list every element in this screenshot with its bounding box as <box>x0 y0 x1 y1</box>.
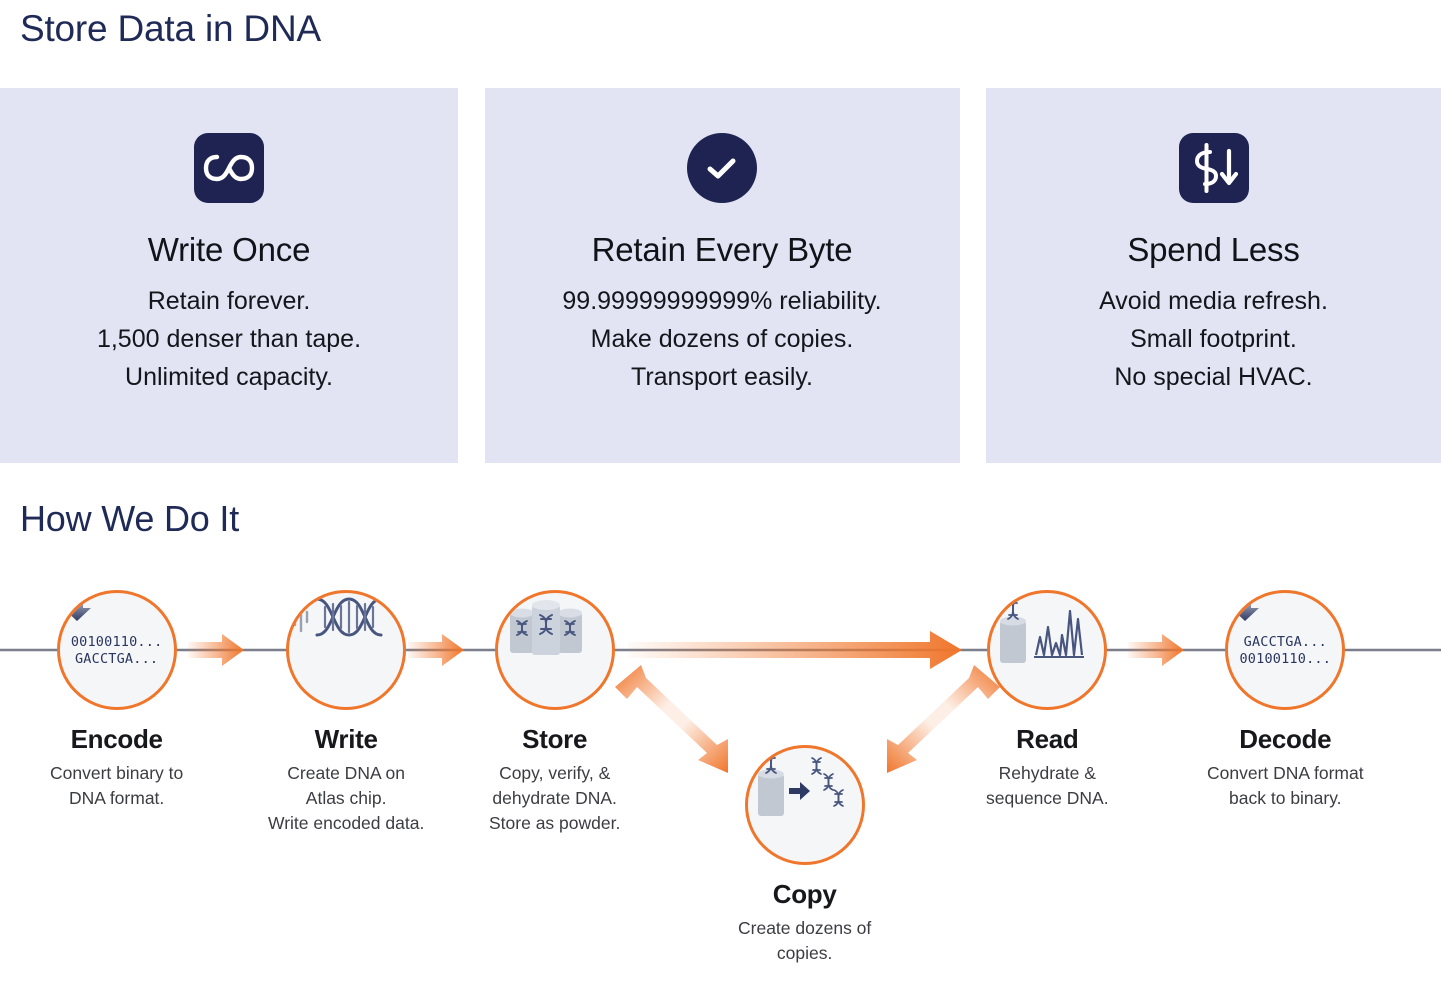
benefit-card-lines: 99.99999999999% reliability. Make dozens… <box>562 285 881 394</box>
flow-step-label: Store <box>522 724 588 754</box>
desc-line: Copy, verify, & <box>499 763 611 783</box>
benefit-cards: Write Once Retain forever. 1,500 denser … <box>0 88 1441 463</box>
benefit-line: Retain forever. <box>147 287 311 315</box>
arrow-store-to-read <box>628 631 962 669</box>
benefit-line: Transport easily. <box>630 363 813 391</box>
encode-top-code: 00100110... <box>70 633 163 650</box>
flow-step-write[interactable]: Write Create DNA on Atlas chip. Write en… <box>268 590 424 836</box>
desc-line: Write encoded data. <box>268 812 425 833</box>
flow-step-copy[interactable]: Copy Create dozens of copies. <box>738 745 871 966</box>
dna-to-binary-icon: GACCTGA... 00100110... <box>1225 590 1346 710</box>
arrow-write-to-store <box>408 634 464 666</box>
benefit-card-retain-every-byte: Retain Every Byte 99.99999999999% reliab… <box>484 88 960 463</box>
desc-line: Atlas chip. <box>305 787 387 808</box>
section-title-how-we-do-it: How We Do It <box>20 498 239 539</box>
flow-step-decode[interactable]: GACCTGA... 00100110... Decode Convert DN… <box>1207 590 1364 811</box>
check-circle-icon <box>687 133 757 203</box>
flow-step-label: Write <box>314 724 378 754</box>
benefit-line: Small footprint. <box>1130 325 1297 353</box>
desc-line: sequence DNA. <box>986 787 1109 808</box>
desc-line: Create dozens of <box>738 918 872 938</box>
dna-copy-icon <box>744 745 865 865</box>
encode-bottom-code: GACCTGA... <box>74 650 159 667</box>
dna-vials-icon <box>494 590 615 710</box>
process-flow-diagram: 00100110... GACCTGA... Encode Convert bi… <box>0 560 1441 996</box>
benefit-card-lines: Retain forever. 1,500 denser than tape. … <box>97 285 361 394</box>
flow-step-label: Encode <box>70 724 163 754</box>
benefit-card-title: Retain Every Byte <box>591 231 853 268</box>
decode-top-code: GACCTGA... <box>1243 633 1327 650</box>
desc-line: Create DNA on <box>287 763 405 783</box>
arrow-store-copy-double <box>615 665 728 773</box>
arrow-copy-read-double <box>887 665 1000 773</box>
benefit-line: Make dozens of copies. <box>590 325 854 353</box>
benefit-line: 1,500 denser than tape. <box>96 325 362 353</box>
infinity-icon <box>194 133 264 203</box>
desc-line: Store as powder. <box>489 812 621 833</box>
desc-line: back to binary. <box>1229 787 1342 808</box>
benefit-line: Unlimited capacity. <box>125 363 333 391</box>
dollar-down-icon <box>1178 133 1249 203</box>
benefit-card-title: Write Once <box>147 231 311 268</box>
flow-step-desc: Rehydrate & sequence DNA. <box>986 761 1109 811</box>
benefit-line: 99.99999999999% reliability. <box>562 287 882 315</box>
benefit-card-lines: Avoid media refresh. Small footprint. No… <box>1099 285 1328 394</box>
dna-sequencer-icon <box>987 590 1108 710</box>
desc-line: Rehydrate & <box>998 763 1096 783</box>
down-arrow-icon <box>62 595 91 621</box>
flow-step-desc: Create DNA on Atlas chip. Write encoded … <box>268 761 424 836</box>
binary-to-dna-icon: 00100110... GACCTGA... <box>56 590 177 710</box>
flow-step-label: Read <box>1016 724 1079 754</box>
flow-step-label: Copy <box>772 879 837 909</box>
benefit-card-write-once: Write Once Retain forever. 1,500 denser … <box>0 88 458 463</box>
flow-step-desc: Copy, verify, & dehydrate DNA. Store as … <box>489 761 620 836</box>
flow-step-store[interactable]: Store Copy, verify, & dehydrate DNA. Sto… <box>489 590 620 836</box>
desc-line: copies. <box>776 942 833 963</box>
desc-line: dehydrate DNA. <box>492 787 617 808</box>
benefit-card-spend-less: Spend Less Avoid media refresh. Small fo… <box>986 88 1441 463</box>
desc-line: Convert binary to <box>50 763 184 783</box>
flow-step-read[interactable]: Read Rehydrate & sequence DNA. <box>986 590 1109 811</box>
benefit-line: No special HVAC. <box>1114 363 1313 391</box>
down-arrow-icon <box>1231 595 1260 621</box>
desc-line: Convert DNA format <box>1207 763 1364 783</box>
decode-bottom-code: 00100110... <box>1239 650 1332 667</box>
flow-connectors <box>0 631 1441 773</box>
flow-step-desc: Convert DNA format back to binary. <box>1207 761 1364 811</box>
arrow-encode-to-write <box>188 634 244 666</box>
page-title: Store Data in DNA <box>20 8 321 49</box>
flow-step-label: Decode <box>1239 724 1332 754</box>
benefit-card-title: Spend Less <box>1127 231 1300 268</box>
flow-step-desc: Convert binary to DNA format. <box>50 761 183 811</box>
flow-step-desc: Create dozens of copies. <box>738 916 871 966</box>
arrow-read-to-decode <box>1128 634 1184 666</box>
desc-line: DNA format. <box>68 787 165 808</box>
dna-helix-icon <box>286 590 407 710</box>
benefit-line: Avoid media refresh. <box>1099 287 1328 315</box>
flow-step-encode[interactable]: 00100110... GACCTGA... Encode Convert bi… <box>50 590 183 811</box>
